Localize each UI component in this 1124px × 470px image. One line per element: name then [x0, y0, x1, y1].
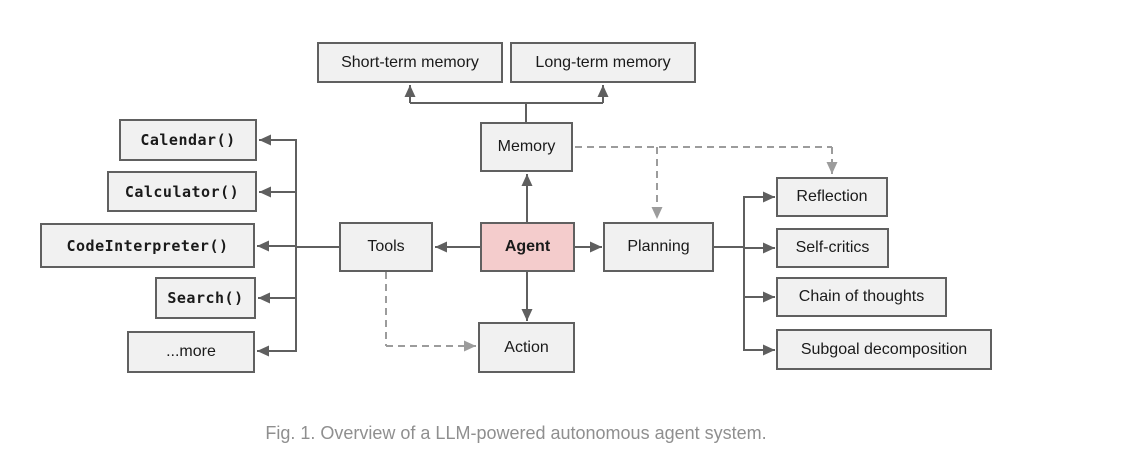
node-long-term-memory-label: Long-term memory	[535, 53, 671, 71]
node-memory: Memory	[480, 122, 573, 172]
node-more: ...more	[127, 331, 255, 373]
node-calendar-label: Calendar()	[140, 131, 236, 149]
node-memory-label: Memory	[497, 138, 556, 155]
node-agent: Agent	[480, 222, 575, 272]
node-calendar: Calendar()	[119, 119, 257, 161]
figure-caption: Fig. 1. Overview of a LLM-powered autono…	[265, 423, 767, 443]
node-action: Action	[478, 322, 575, 373]
node-calculator: Calculator()	[107, 171, 257, 212]
dashed-connectors	[385, 146, 838, 352]
node-self-critics: Self-critics	[776, 228, 889, 268]
node-short-term-memory: Short-term memory	[317, 42, 503, 83]
node-more-label: ...more	[166, 343, 216, 360]
node-search: Search()	[155, 277, 256, 319]
node-code-interpreter-label: CodeInterpreter()	[66, 236, 229, 255]
node-search-label: Search()	[167, 289, 244, 307]
node-self-critics-label: Self-critics	[795, 239, 870, 256]
node-reflection-label: Reflection	[796, 188, 868, 205]
solid-connectors	[257, 85, 775, 357]
node-short-term-memory-label: Short-term memory	[341, 53, 479, 71]
node-subgoal-decomposition: Subgoal decomposition	[776, 329, 992, 370]
node-action-label: Action	[504, 338, 549, 356]
node-tools-label: Tools	[367, 238, 405, 255]
node-tools: Tools	[339, 222, 433, 272]
node-long-term-memory: Long-term memory	[510, 42, 696, 83]
node-chain-of-thoughts: Chain of thoughts	[776, 277, 947, 317]
node-chain-of-thoughts-label: Chain of thoughts	[798, 288, 925, 305]
node-code-interpreter: CodeInterpreter()	[40, 223, 255, 268]
node-calculator-label: Calculator()	[124, 182, 240, 201]
node-subgoal-decomposition-label: Subgoal decomposition	[800, 340, 968, 358]
node-planning: Planning	[603, 222, 714, 272]
node-planning-label: Planning	[627, 238, 690, 255]
node-agent-label: Agent	[504, 238, 551, 255]
node-reflection: Reflection	[776, 177, 888, 217]
